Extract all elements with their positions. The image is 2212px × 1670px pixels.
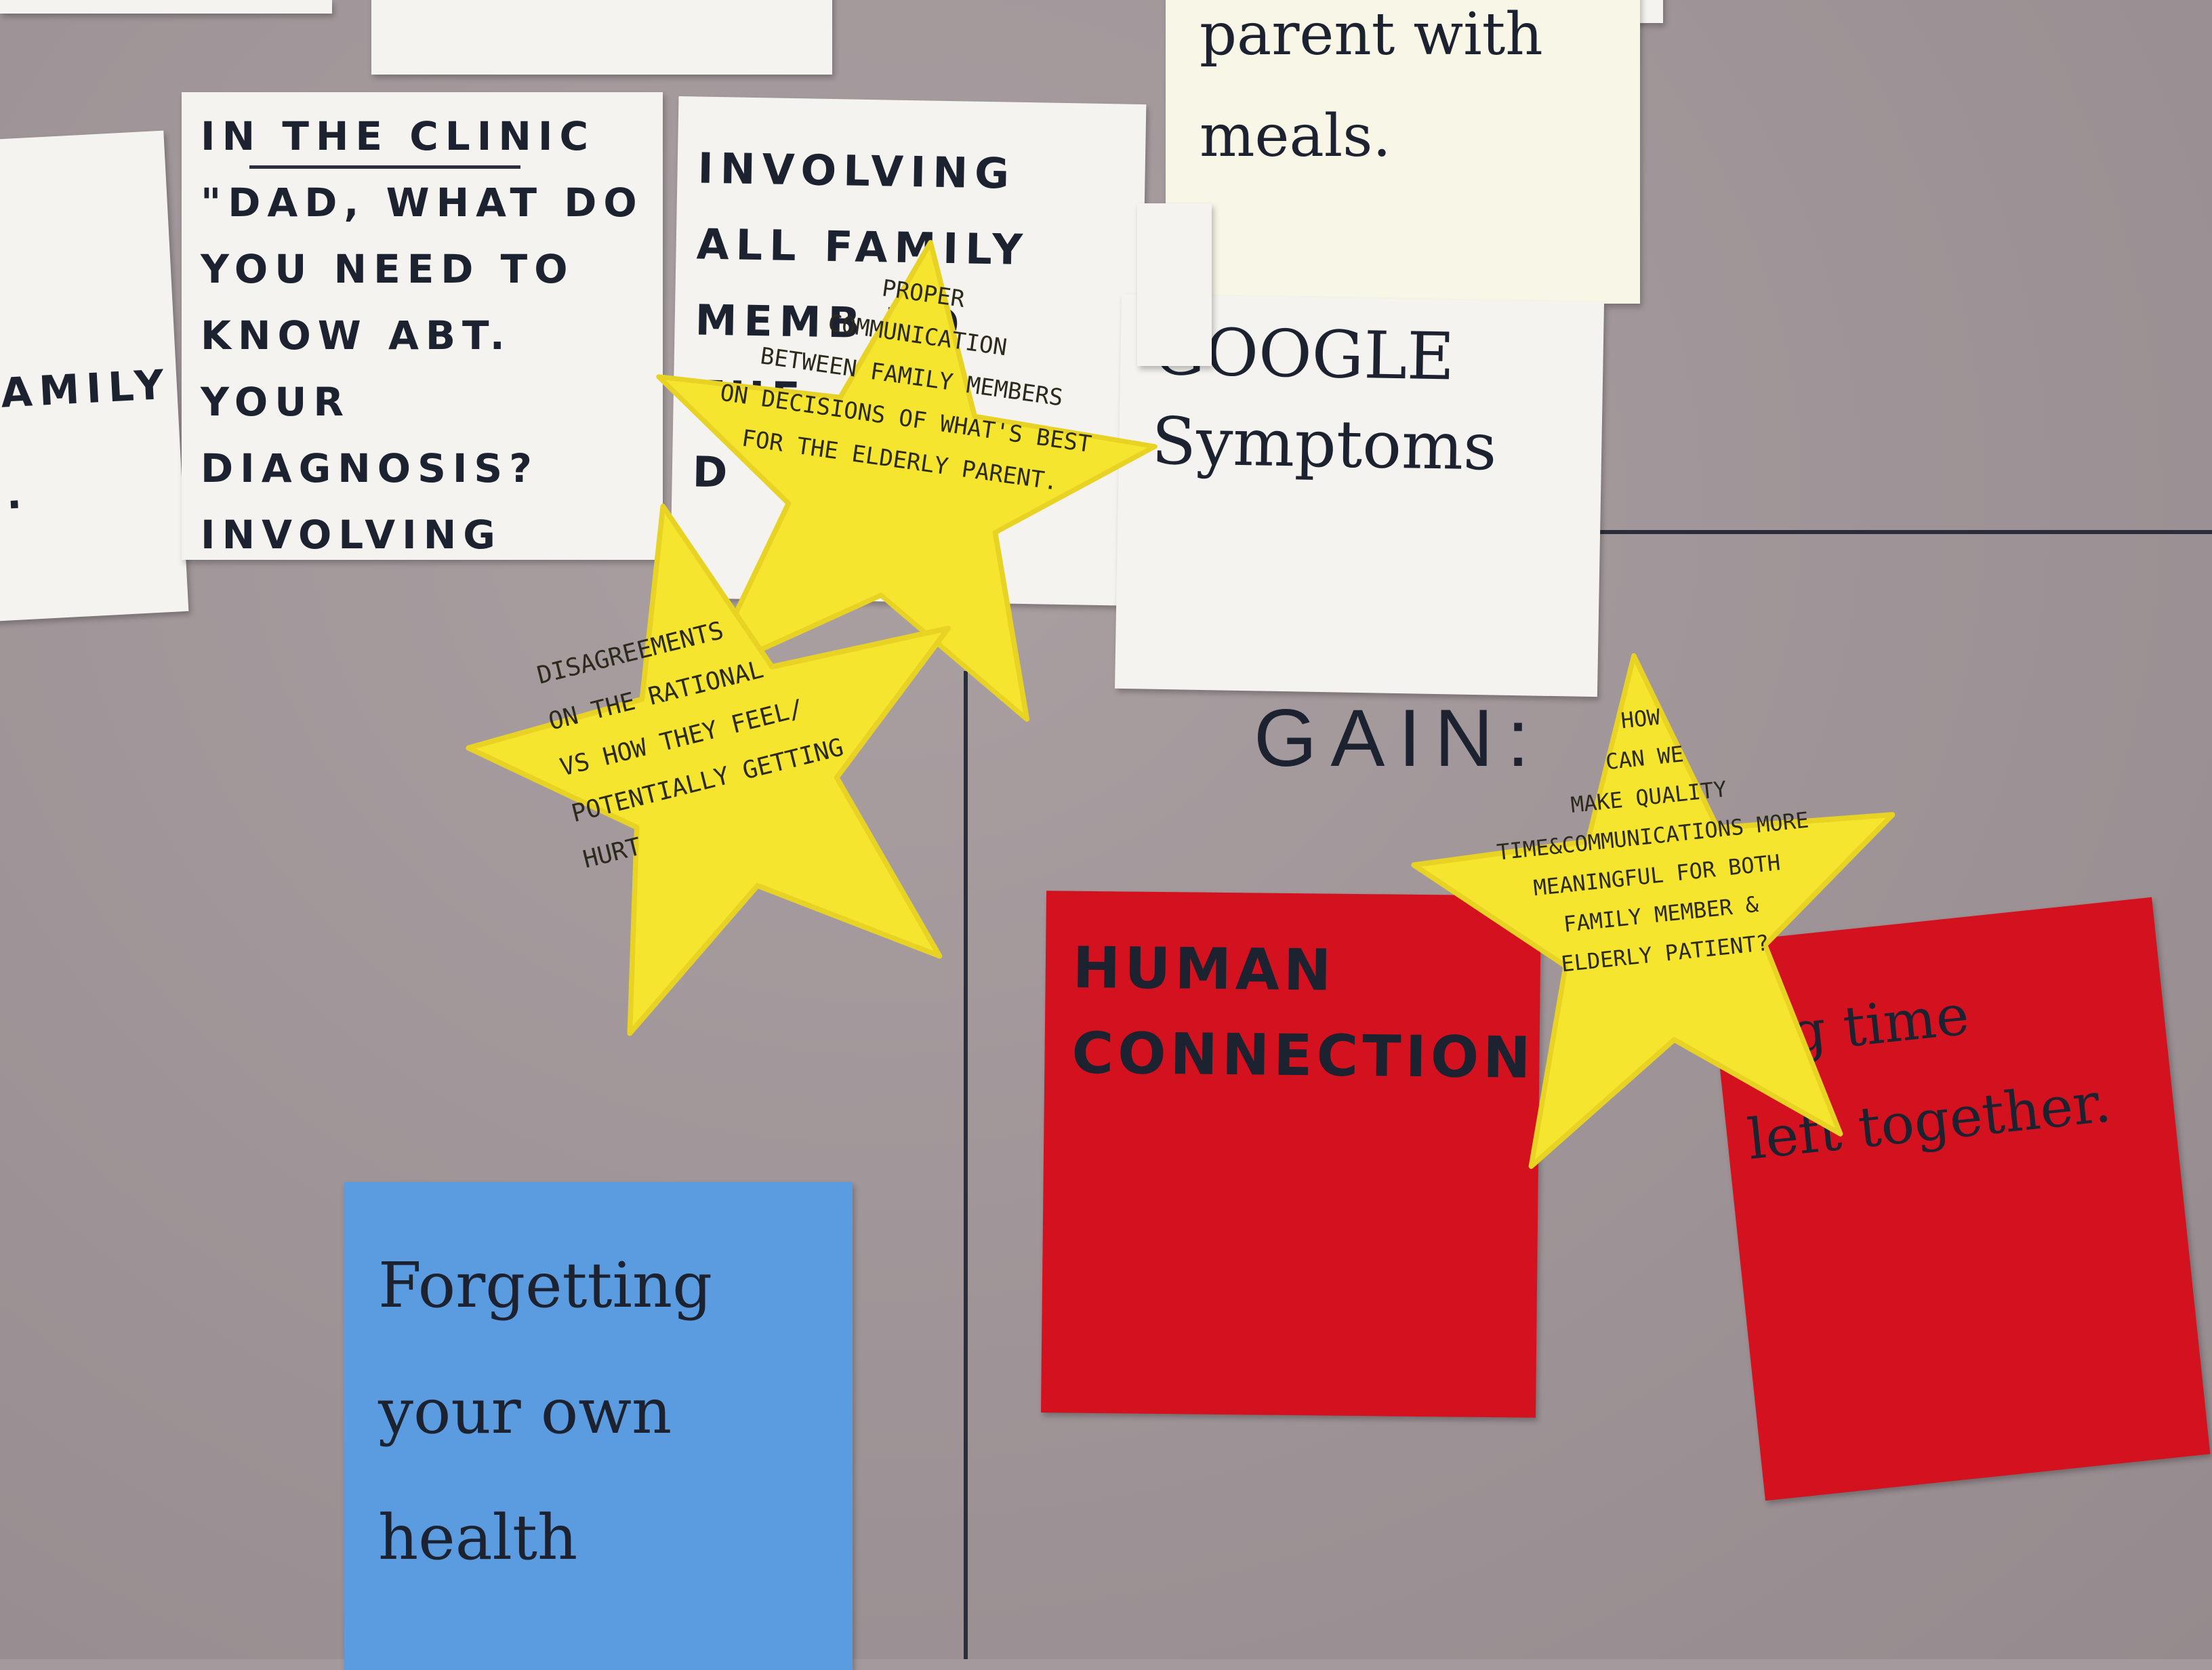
star-how-can-we: HOW CAN WE MAKE QUALITY TIME&COMMUNICATI…: [1383, 619, 1937, 1197]
note-top-blank: [371, 0, 832, 75]
divider-line-horizontal: [1599, 530, 2212, 534]
divider-line-vertical: [964, 671, 968, 1659]
note-family-text: AMILY .: [0, 361, 172, 519]
note-family-fragment: AMILY .: [0, 130, 189, 622]
star-shape: [1411, 653, 1896, 1169]
note-google-underlayer: [1137, 203, 1212, 366]
note-forgetting-text: Forgetting your own health: [378, 1249, 713, 1574]
note-top-left-fragment: [0, 0, 332, 14]
note-parent-meals: parent with meals.: [1166, 0, 1640, 304]
gain-label: GAIN:: [1254, 693, 1543, 783]
star-shape: [656, 240, 1158, 722]
clinic-underline: [249, 165, 520, 169]
star-disagreements: DISAGREEMENTS ON THE RATIONAL VS HOW THE…: [411, 434, 1040, 1078]
note-in-the-clinic: IN THE CLINIC "DAD, WHAT DO YOU NEED TO …: [182, 92, 663, 560]
star-proper-communication: PROPER COMMUNICATION BETWEEN FAMILY MEMB…: [606, 197, 1191, 752]
note-parent-meals-text: parent with meals.: [1200, 1, 1543, 170]
star-how-can-we-text: HOW CAN WE MAKE QUALITY TIME&COMMUNICATI…: [1495, 704, 1810, 977]
note-clinic-text: IN THE CLINIC "DAD, WHAT DO YOU NEED TO …: [201, 113, 644, 558]
note-forgetting-health: Forgetting your own health: [344, 1182, 853, 1670]
star-shape: [466, 504, 951, 1036]
